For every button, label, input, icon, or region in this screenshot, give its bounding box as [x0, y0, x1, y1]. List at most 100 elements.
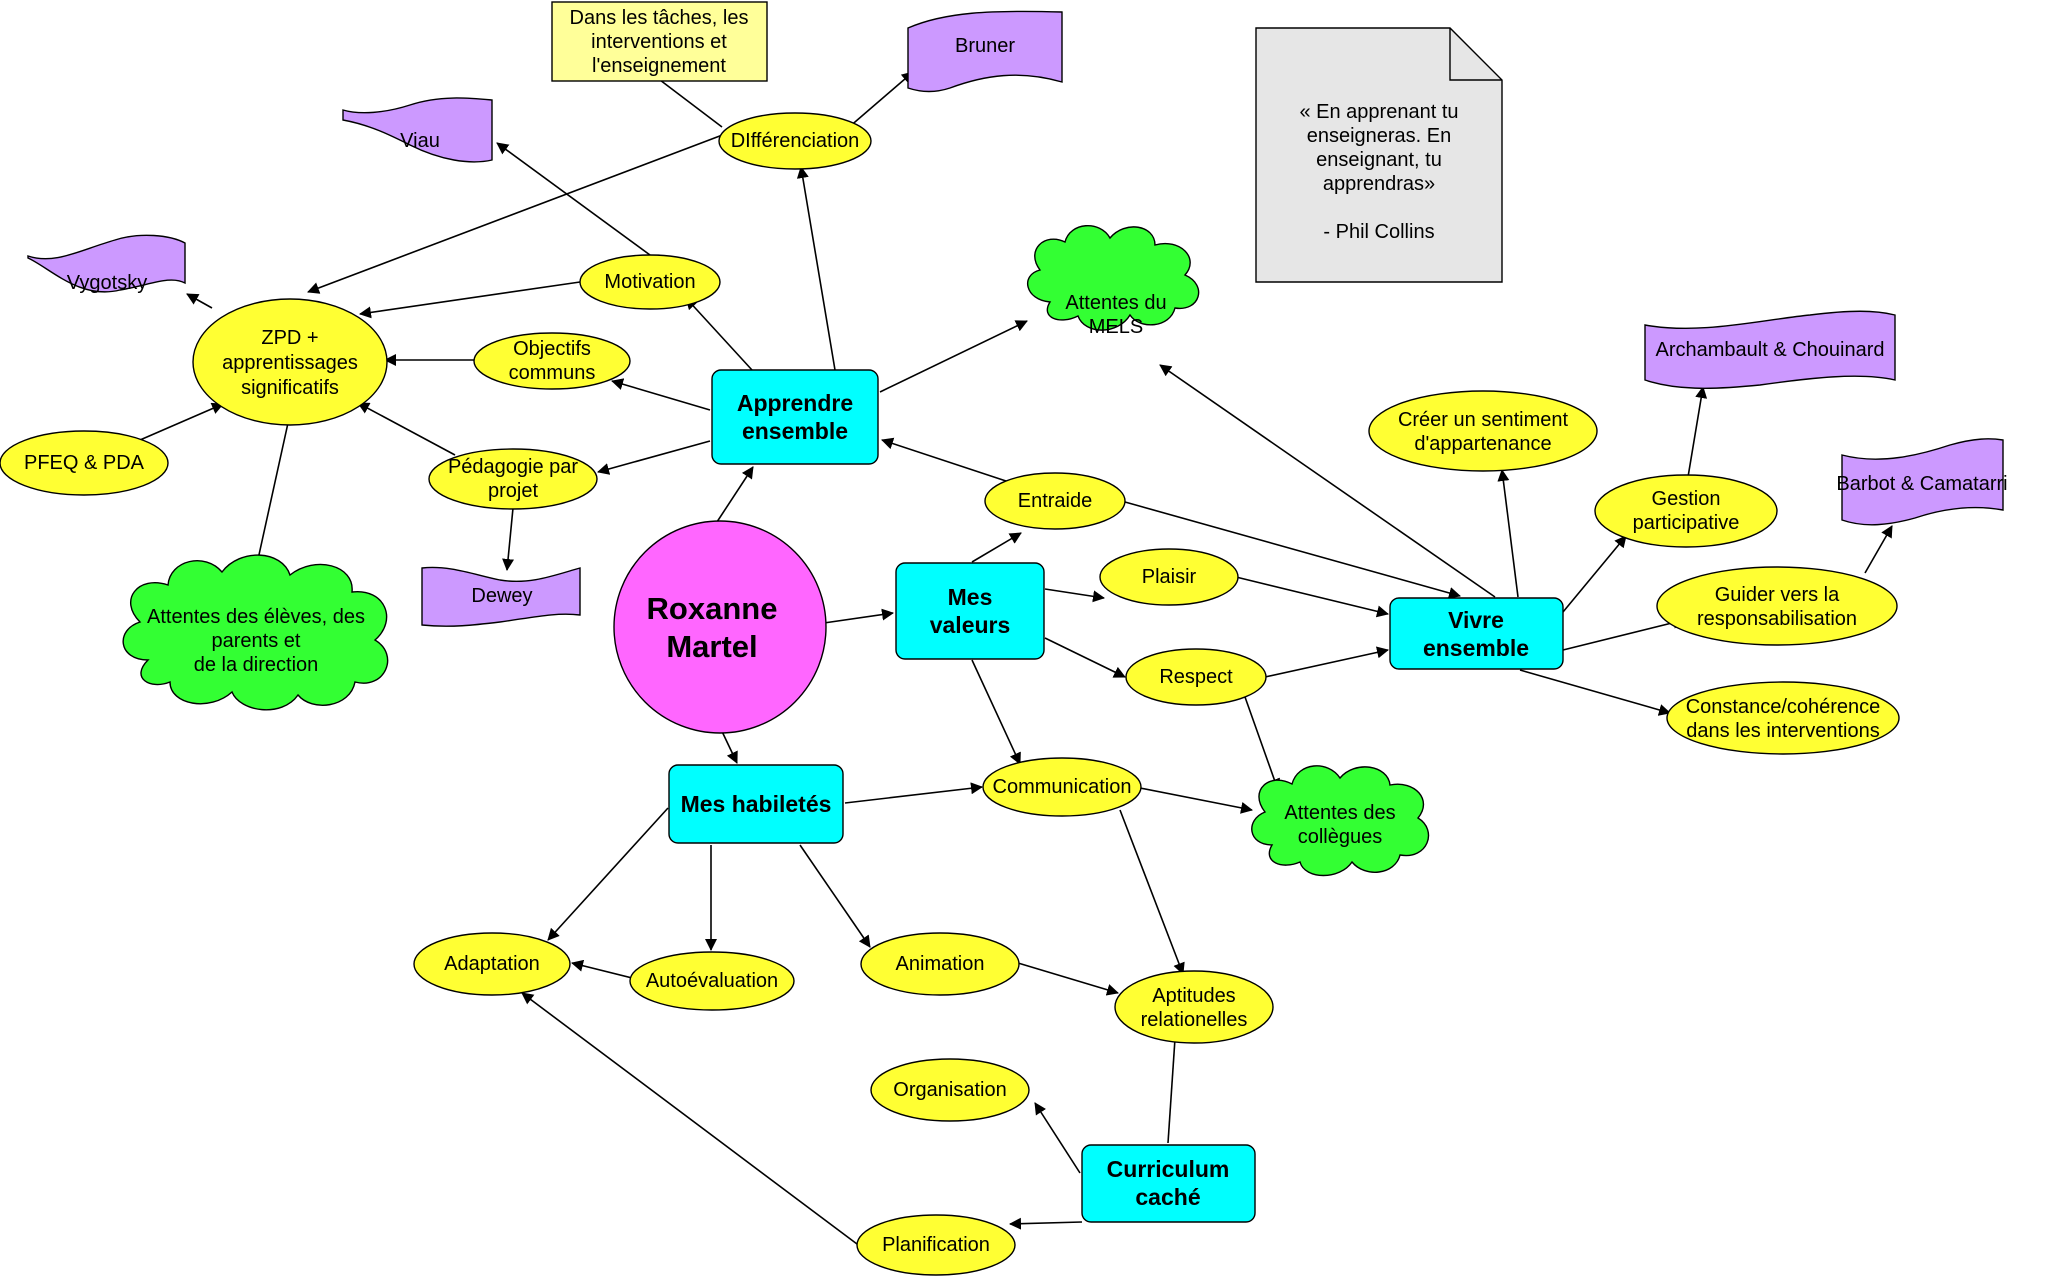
ellipse-shape — [579, 254, 721, 310]
edge-vivre-constance — [1519, 669, 1671, 716]
ellipse-shape — [1594, 474, 1778, 548]
callout-box — [551, 1, 768, 82]
node-autoevaluation: Autoévaluation — [629, 951, 795, 1011]
edge-vivre-sentiment — [1497, 469, 1519, 598]
flag-shape — [27, 234, 186, 293]
node-adaptation: Adaptation — [413, 932, 571, 996]
edge-pedagogie-dewey — [502, 507, 515, 571]
flag-shape — [1644, 310, 1896, 389]
box-shape — [711, 369, 879, 465]
box-shape — [1389, 597, 1564, 670]
edge-habiletes-animation — [799, 844, 871, 948]
ellipse-shape — [629, 951, 795, 1011]
edge-apprendre-motivation — [685, 297, 753, 371]
connector-arrows — [139, 71, 1893, 1245]
edge-plaisir-vivre — [1235, 576, 1389, 618]
flag-shape — [342, 97, 493, 163]
edge-entraide-vivre — [1124, 501, 1461, 599]
node-mes-habiletes: Mes habiletés — [668, 764, 844, 844]
ellipse-shape — [1368, 390, 1598, 472]
node-autoevaluation-label: Autoévaluation — [646, 970, 778, 992]
node-respect: Respect — [1125, 648, 1267, 706]
edge-communication-aptitudes — [1119, 809, 1185, 975]
node-archambault-chouinard: Archambault & Chouinard — [1644, 310, 1896, 389]
edge-motivation-zpd — [359, 281, 581, 319]
edge-curriculum-planification — [1009, 1217, 1083, 1230]
edge-valeurs-respect — [1044, 637, 1126, 678]
ellipse-shape — [1099, 548, 1239, 606]
edge-apprendre-mels — [879, 320, 1028, 393]
flag-shape — [1841, 438, 2004, 526]
box-shape — [1081, 1144, 1256, 1223]
node-vygotsky-label: Vygotsky — [67, 272, 147, 294]
ellipse-shape — [860, 932, 1020, 996]
edge-vivre-gestion — [1562, 535, 1627, 613]
ellipse-shape — [473, 332, 631, 390]
edge-apprendre-pedagogie — [597, 440, 711, 475]
node-pfeq-pda: PFEQ & PDA — [0, 430, 169, 496]
node-plaisir-label: Plaisir — [1142, 566, 1197, 588]
document-shape — [1255, 27, 1503, 283]
edge-valeurs-plaisir — [1044, 588, 1105, 603]
center-circle — [613, 520, 827, 734]
edge-valeurs-entraide — [971, 532, 1022, 563]
edge-respect-collegues — [1244, 696, 1280, 791]
ellipse-shape — [0, 430, 169, 496]
edge-motivation-viau — [496, 142, 651, 256]
ellipse-shape — [718, 112, 872, 170]
ellipse-shape — [856, 1214, 1016, 1276]
flag-shape — [421, 566, 581, 627]
cloud-shape — [1251, 765, 1430, 877]
edge-differenciation-zpd — [307, 133, 726, 294]
node-barbot-camatarri: Barbot & Camatarri — [1836, 438, 2008, 526]
ellipse-shape — [870, 1058, 1030, 1122]
node-bruner-label: Bruner — [955, 35, 1015, 57]
node-motivation-label: Motivation — [604, 271, 695, 293]
edge-zpd-vygotsky — [186, 293, 213, 309]
edge-apprendre-differenciation — [796, 166, 836, 371]
cloud-shape — [1027, 224, 1200, 331]
edge-gestion-archambault — [1687, 386, 1708, 478]
node-motivation: Motivation — [579, 254, 721, 310]
ellipse-shape — [982, 757, 1142, 817]
edge-communication-collegues — [1139, 787, 1253, 814]
edge-guider-barbot — [1864, 525, 1893, 574]
node-archambault-label: Archambault & Chouinard — [1655, 339, 1884, 361]
node-viau: Viau — [342, 97, 493, 163]
ellipse-shape — [984, 472, 1126, 530]
node-differenciation: DIfférenciation — [718, 112, 872, 170]
edge-apprendre-objectifs — [611, 378, 711, 411]
node-planification-label: Planification — [882, 1234, 990, 1256]
node-viau-label: Viau — [400, 130, 440, 152]
node-entraide-label: Entraide — [1018, 490, 1093, 512]
edge-habiletes-communication — [844, 782, 983, 804]
edge-roxanne-apprendre — [712, 466, 754, 529]
node-barbot-label: Barbot & Camatarri — [1836, 473, 2007, 495]
edge-autoevaluation-adaptation — [571, 959, 637, 980]
